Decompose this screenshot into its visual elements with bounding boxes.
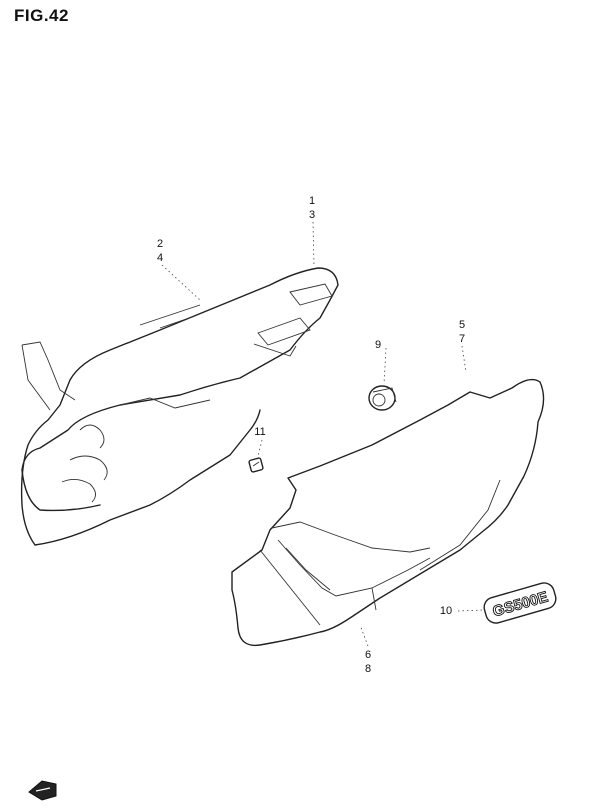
clip [248, 457, 264, 473]
front-direction-arrow [28, 780, 57, 801]
gs500e-emblem: GS500E [483, 582, 557, 624]
left-frame-cover [20, 267, 339, 546]
callout-8: 8 [364, 663, 372, 675]
callout-2: 2 [156, 238, 164, 250]
callout-9: 9 [374, 339, 382, 351]
callout-6: 6 [364, 649, 372, 661]
grommet [368, 385, 397, 411]
callout-1: 1 [308, 195, 316, 207]
callout-3: 3 [308, 209, 316, 221]
callout-7: 7 [458, 333, 466, 345]
callout-5: 5 [458, 319, 466, 331]
callout-10: 10 [439, 605, 453, 617]
callout-4: 4 [156, 252, 164, 264]
emblem-text: GS500E [491, 588, 550, 620]
leader-lines [161, 221, 485, 647]
figure-title: FIG.42 [14, 6, 69, 25]
callout-11: 11 [254, 426, 266, 438]
right-frame-cover [231, 378, 545, 647]
